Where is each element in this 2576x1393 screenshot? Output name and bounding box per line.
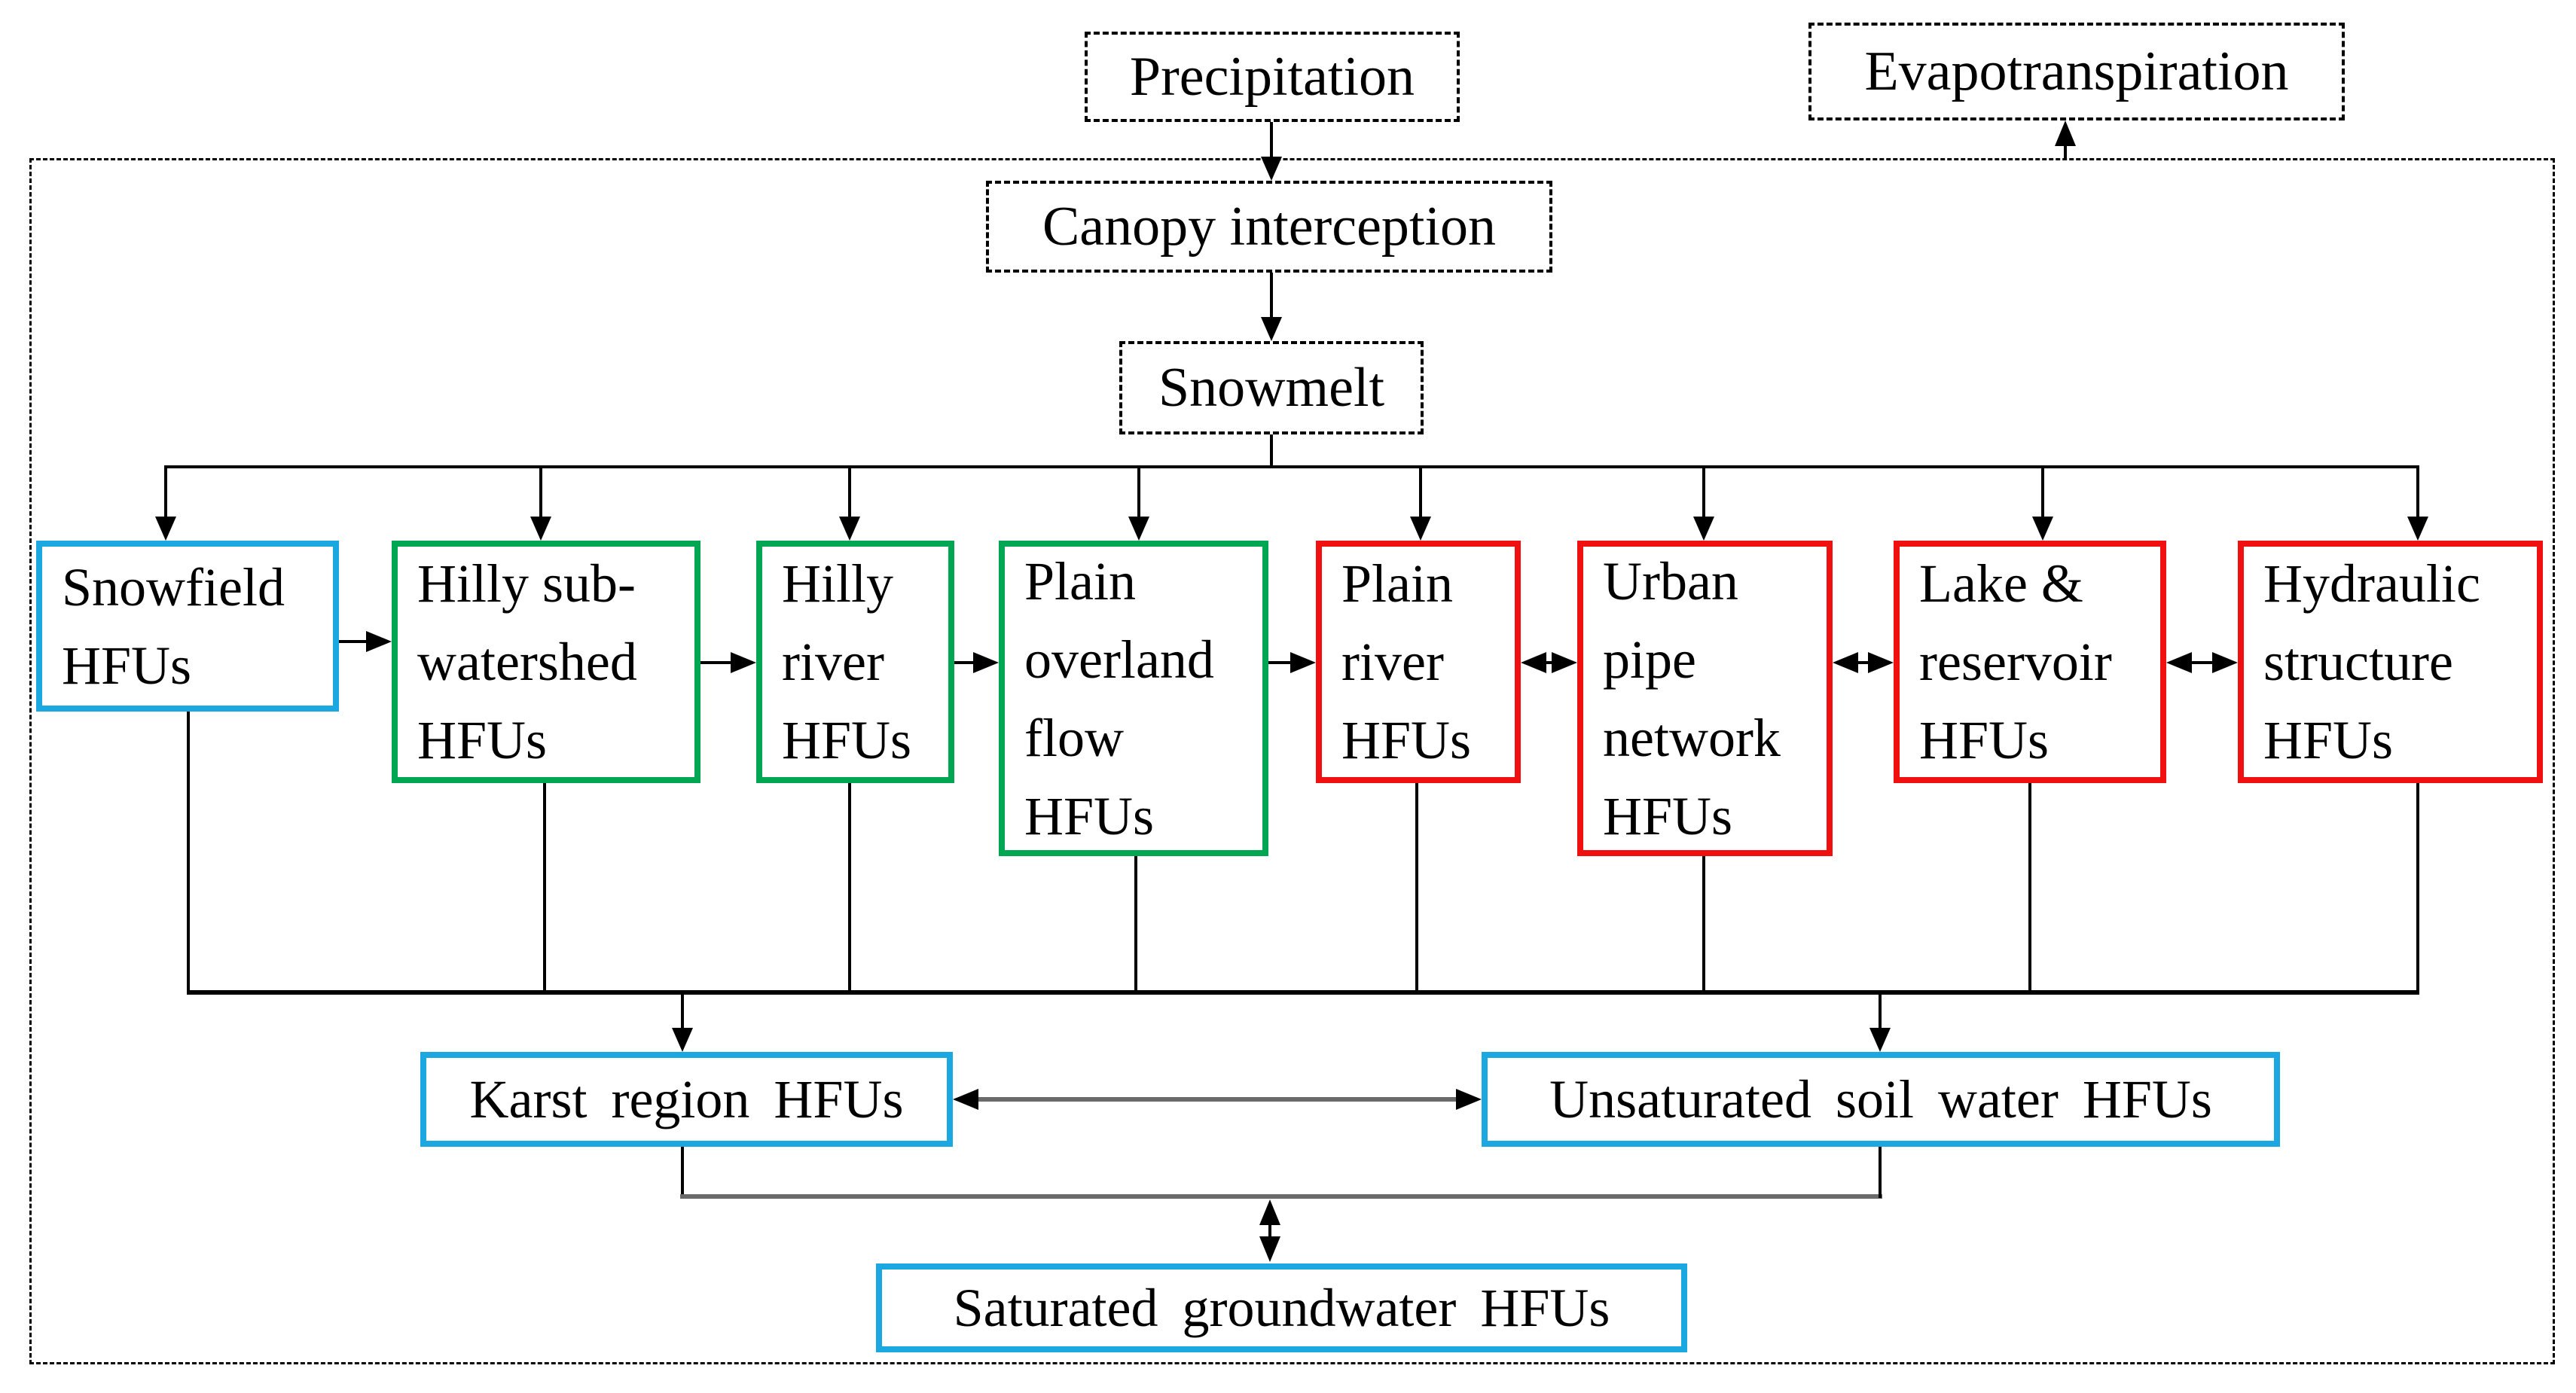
node-unsaturated-soil-water-hfus: Unsaturated soil water HFUs — [1482, 1052, 2280, 1147]
node-hydraulic-structure-hfus: Hydraulic structure HFUs — [2238, 541, 2543, 783]
edge-arrowheads — [155, 120, 2428, 1262]
node-label: Lake & reservoir HFUs — [1919, 553, 2112, 770]
node-label: Precipitation — [1129, 45, 1415, 108]
node-label: Canopy interception — [1042, 195, 1497, 258]
edge-lines — [164, 122, 2419, 1239]
node-label: Hilly river HFUs — [782, 553, 912, 770]
node-label: Evapotranspiration — [1864, 40, 2289, 102]
node-label: Karst region HFUs — [469, 1068, 904, 1129]
node-plain-river-hfus: Plain river HFUs — [1316, 541, 1521, 783]
node-urban-pipe-network-hfus: Urban pipe network HFUs — [1577, 541, 1833, 856]
node-label: Urban pipe network HFUs — [1603, 550, 1781, 846]
node-label: Saturated groundwater HFUs — [953, 1277, 1610, 1338]
system-boundary-dashed-rect — [29, 158, 2555, 1364]
node-snowmelt: Snowmelt — [1119, 341, 1424, 434]
node-label: Hydraulic structure HFUs — [2263, 553, 2480, 770]
node-label: Plain overland flow HFUs — [1024, 550, 1214, 846]
node-label: Unsaturated soil water HFUs — [1549, 1068, 2212, 1129]
node-snowfield-hfus: Snowfield HFUs — [36, 541, 339, 712]
node-canopy-interception: Canopy interception — [986, 181, 1552, 273]
node-saturated-groundwater-hfus: Saturated groundwater HFUs — [876, 1263, 1687, 1352]
node-label: Snowmelt — [1158, 356, 1385, 419]
node-plain-overland-flow-hfus: Plain overland flow HFUs — [999, 541, 1268, 856]
node-lake-reservoir-hfus: Lake & reservoir HFUs — [1894, 541, 2166, 783]
node-label: Hilly sub- watershed HFUs — [417, 553, 637, 770]
node-hilly-river-hfus: Hilly river HFUs — [756, 541, 954, 783]
node-hilly-sub-watershed-hfus: Hilly sub- watershed HFUs — [392, 541, 700, 783]
node-karst-region-hfus: Karst region HFUs — [420, 1052, 953, 1147]
node-label: Snowfield HFUs — [62, 556, 285, 696]
node-precipitation: Precipitation — [1085, 32, 1460, 122]
node-evapotranspiration: Evapotranspiration — [1808, 23, 2345, 120]
node-label: Plain river HFUs — [1341, 553, 1472, 770]
